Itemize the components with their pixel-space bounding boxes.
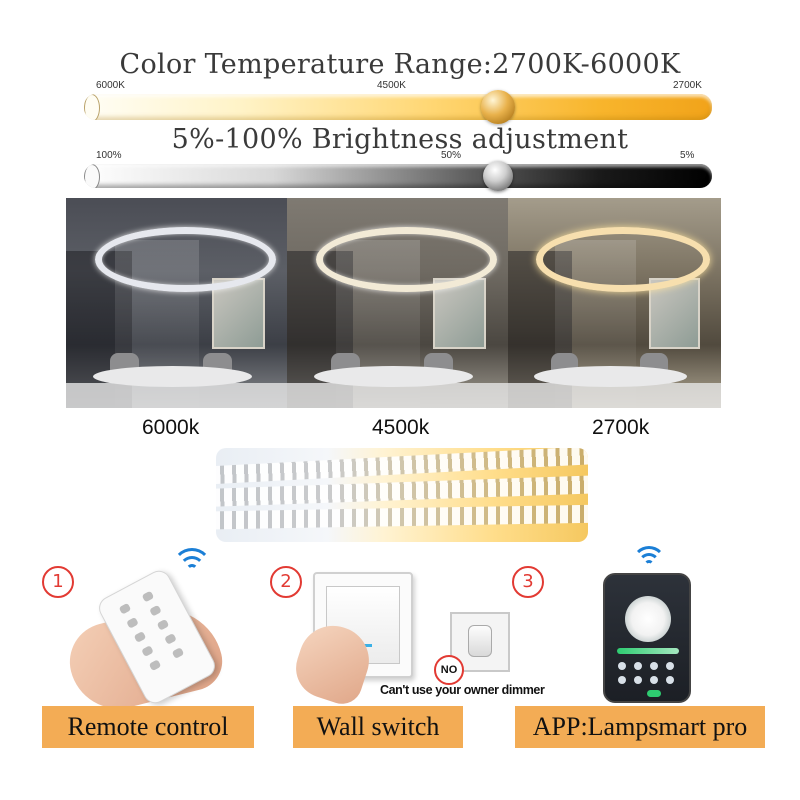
wifi-icon (172, 548, 212, 582)
ring-chandelier (315, 227, 497, 293)
step-number-2: 2 (270, 566, 302, 598)
scene-label-2700k: 2700k (592, 416, 650, 439)
led-strip-photo (216, 448, 588, 542)
scene-photo-2700k (508, 198, 721, 408)
ct-tick-6000: 6000K (96, 80, 125, 91)
remote-control-label: Remote control (42, 706, 254, 748)
brightness-knob (483, 161, 513, 191)
dimmer-warning-text: Can't use your owner dimmer (380, 683, 545, 697)
scene-photo-6000k (66, 198, 287, 408)
wall-switch-label: Wall switch (293, 706, 463, 748)
step-number-3: 3 (512, 566, 544, 598)
scene-label-4500k: 4500k (372, 416, 430, 439)
ring-chandelier (94, 227, 276, 293)
brightness-title: 5%-100% Brightness adjustment (171, 124, 629, 155)
br-tick-50: 50% (441, 150, 462, 161)
dimmer-knob (468, 625, 492, 657)
scene-label-6000k: 6000k (142, 416, 200, 439)
app-slider (617, 648, 679, 654)
step-number-1: 1 (42, 566, 74, 598)
ring-chandelier (535, 227, 711, 293)
app-toggle (647, 690, 661, 697)
ct-tick-4500: 4500K (377, 80, 406, 91)
app-label: APP:Lampsmart pro (515, 706, 765, 748)
app-dial (625, 596, 671, 642)
br-tick-5: 5% (680, 150, 695, 161)
scene-photo-4500k (287, 198, 508, 408)
br-tick-100: 100% (96, 150, 122, 161)
color-temperature-bar (84, 94, 712, 120)
phone-app-icon (603, 573, 691, 703)
ct-tick-2700: 2700K (673, 80, 702, 91)
no-badge: NO (434, 655, 464, 685)
wifi-icon (632, 546, 666, 576)
color-temperature-knob (481, 90, 515, 124)
brightness-bar (84, 164, 712, 188)
color-temperature-title: Color Temperature Range:2700K-6000K (119, 49, 681, 80)
